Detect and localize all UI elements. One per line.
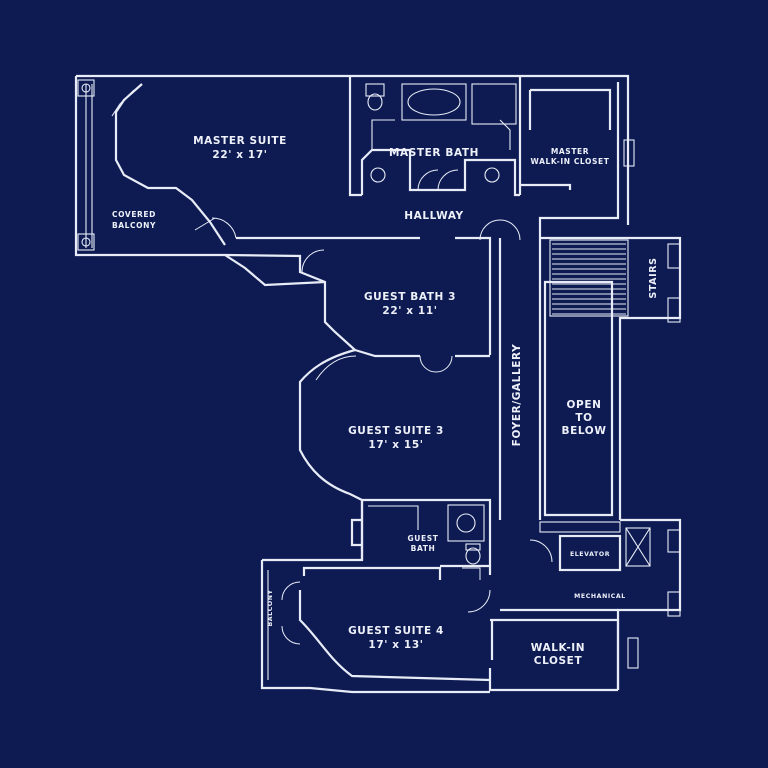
guest-bath-3-label: GUEST BATH 3 (364, 291, 456, 303)
master-closet-label-1: MASTER (551, 147, 589, 156)
elevator-label: ELEVATOR (570, 551, 610, 558)
stairs-treads (549, 239, 681, 323)
master-suite-label: MASTER SUITE (193, 135, 287, 147)
guest-suite-4-walls (267, 566, 639, 690)
guest-suite-3-label: GUEST SUITE 3 (348, 425, 444, 437)
guest-bath-label-1: GUEST (408, 534, 439, 543)
master-bath-label: MASTER BATH (389, 147, 479, 159)
covered-balcony-label-2: BALCONY (112, 221, 156, 230)
guest-suite-3-dims: 17' x 15' (368, 439, 423, 451)
interior-walls (194, 217, 614, 520)
guest-suite-4-label: GUEST SUITE 4 (348, 625, 444, 637)
mechanical-label: MECHANICAL (574, 593, 626, 600)
open-to-below-label-3: BELOW (562, 425, 607, 437)
guest-bath-label-2: BATH (411, 544, 436, 553)
master-suite-dims: 22' x 17' (212, 149, 267, 161)
elevator-shaft (500, 521, 681, 617)
walk-in-closet-label-2: CLOSET (534, 655, 583, 667)
master-bath-walls (348, 76, 522, 197)
foyer-gallery-label: FOYER/GALLERY (511, 344, 523, 447)
guest-suite-4-dims: 17' x 13' (368, 639, 423, 651)
guest-suite-3-door (315, 355, 357, 381)
guest-bath-3-dims: 22' x 11' (382, 305, 437, 317)
master-balcony-railing (77, 79, 226, 251)
master-closet-walls (520, 88, 635, 190)
guest-bath-walls (350, 498, 492, 580)
hallway-label: HALLWAY (404, 210, 464, 222)
walk-in-closet-label-1: WALK-IN (531, 642, 585, 654)
open-to-below-label-1: OPEN (567, 399, 602, 411)
stairs-label: STAIRS (648, 257, 659, 298)
open-to-below-label-2: TO (575, 412, 592, 424)
balcony-label: BALCONY (267, 589, 274, 626)
covered-balcony-label-1: COVERED (112, 210, 156, 219)
master-closet-label-2: WALK-IN CLOSET (531, 157, 610, 166)
